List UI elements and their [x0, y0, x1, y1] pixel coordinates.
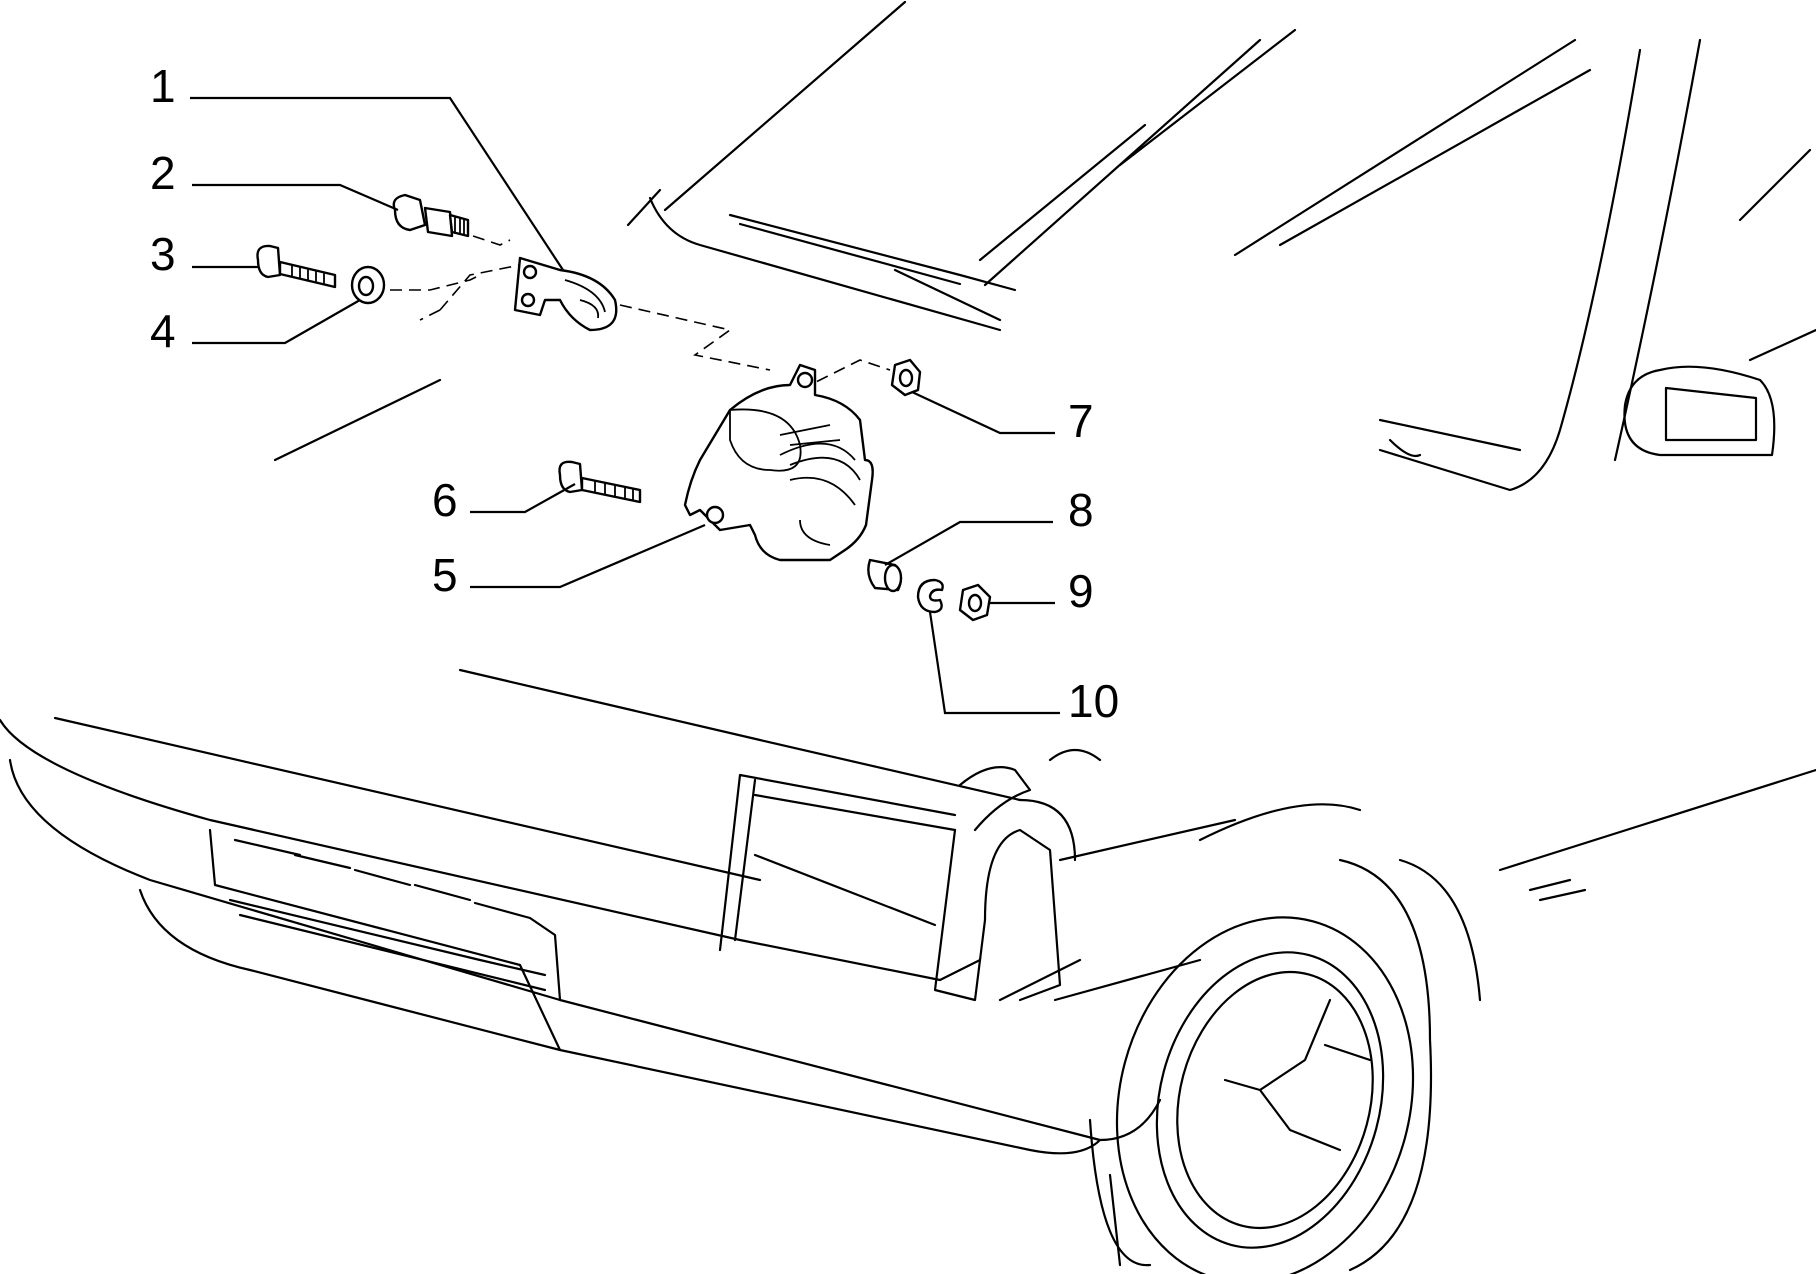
callout-8: 8 — [1068, 484, 1094, 536]
part-6-screw — [558, 460, 642, 504]
part-2-stud-bolt — [392, 193, 470, 238]
callout-3: 3 — [150, 228, 176, 280]
part-7-nut — [890, 358, 922, 397]
callout-1: 1 — [150, 60, 176, 112]
callout-6: 6 — [432, 474, 458, 526]
part-1-bracket — [513, 256, 618, 332]
callout-7: 7 — [1068, 395, 1094, 447]
callout-10: 10 — [1068, 675, 1119, 727]
leader-lines — [190, 96, 1060, 715]
part-9-nut — [958, 583, 992, 622]
callout-9: 9 — [1068, 565, 1094, 617]
leader-5 — [470, 523, 706, 589]
part-4-washer — [350, 265, 386, 305]
callout-labels: 1 2 3 4 5 6 7 8 9 10 — [150, 60, 1119, 727]
leader-6 — [470, 483, 576, 514]
callout-5: 5 — [432, 549, 458, 601]
part-3-screw — [256, 244, 337, 289]
front-wheel — [1088, 858, 1482, 1274]
leader-10 — [928, 611, 1060, 715]
callout-4: 4 — [150, 305, 176, 357]
part-8-spacer — [867, 558, 903, 593]
part-10-spring-washer — [916, 578, 944, 614]
part-5-alternator — [683, 363, 874, 562]
assembly-dash-lines — [390, 229, 891, 391]
leader-4 — [192, 299, 361, 345]
leader-2 — [192, 183, 399, 212]
leader-1 — [190, 96, 564, 271]
callout-2: 2 — [150, 147, 176, 199]
leader-7 — [911, 391, 1055, 435]
leader-8 — [884, 520, 1053, 566]
